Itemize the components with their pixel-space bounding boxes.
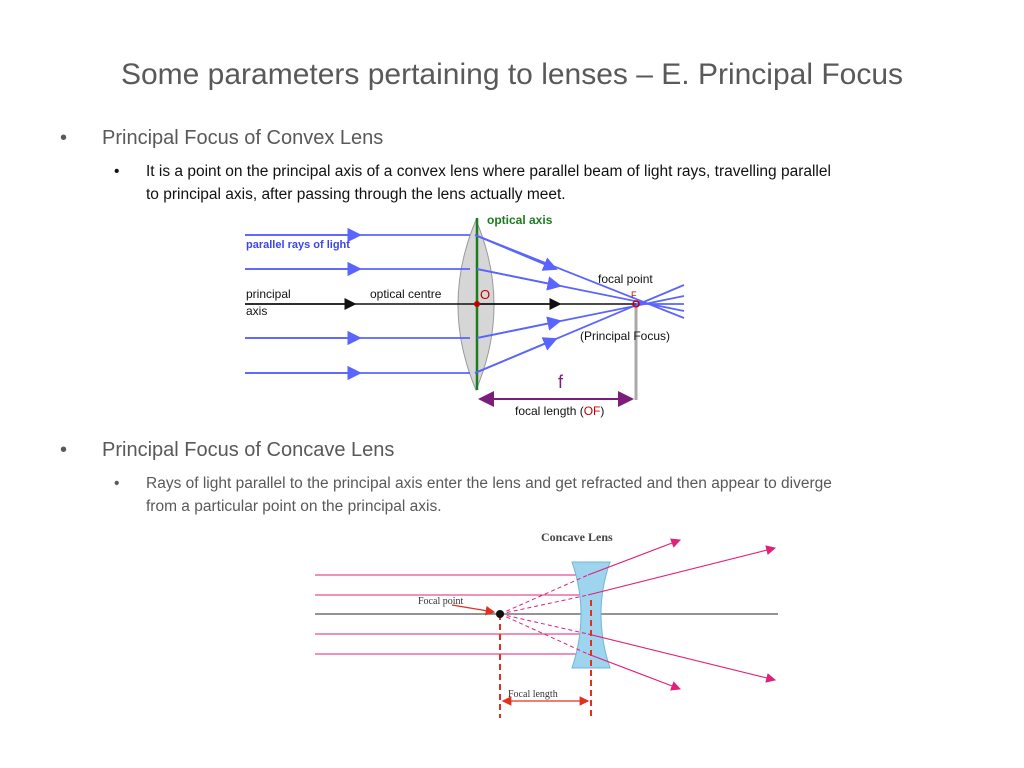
convex-description-line2: to principal axis, after passing through…: [146, 186, 566, 203]
parallel-rays-label: parallel rays of light: [246, 239, 350, 251]
convex-lens-description: • It is a point on the principal axis of…: [114, 160, 831, 206]
principal-axis-label-line1: principal: [246, 287, 291, 301]
concave-lens-title: Concave Lens: [541, 530, 613, 544]
focal-length-label: focal length (OF): [515, 404, 604, 418]
bullet-icon: •: [60, 127, 68, 149]
sub-bullet-icon: •: [114, 163, 120, 180]
slide-title: Some parameters pertaining to lenses – E…: [120, 58, 904, 91]
concave-lens-description: • Rays of light parallel to the principa…: [114, 472, 832, 518]
concave-lens-heading: Principal Focus of Concave Lens: [102, 439, 395, 461]
optical-axis-label: optical axis: [487, 213, 553, 227]
principal-axis-label-line2: axis: [246, 304, 267, 318]
focal-point-label: focal point: [598, 272, 653, 286]
f-label: f: [558, 372, 564, 392]
sub-bullet-icon: •: [114, 475, 120, 492]
concave-lens-heading-item: • Principal Focus of Concave Lens: [60, 439, 395, 462]
concave-description-line2: from a particular point on the principal…: [146, 498, 442, 515]
convex-description-line1: It is a point on the principal axis of a…: [146, 163, 831, 180]
concave-focal-point-label: Focal point: [418, 596, 463, 607]
convex-lens-heading-item: • Principal Focus of Convex Lens: [60, 127, 384, 150]
concave-description-line1: Rays of light parallel to the principal …: [146, 475, 832, 492]
concave-focal-length-label: Focal length: [508, 689, 558, 700]
optical-centre-label: optical centre: [370, 287, 442, 301]
focal-point-dot: [632, 300, 640, 308]
focus-letter-label: F: [631, 290, 637, 300]
concave-focal-point-dot: [496, 610, 504, 618]
optical-centre-dot: [474, 301, 480, 307]
bullet-icon: •: [60, 439, 68, 461]
convex-lens-heading: Principal Focus of Convex Lens: [102, 127, 384, 149]
centre-letter-label: O: [480, 287, 490, 302]
principal-focus-label: (Principal Focus): [580, 329, 670, 343]
